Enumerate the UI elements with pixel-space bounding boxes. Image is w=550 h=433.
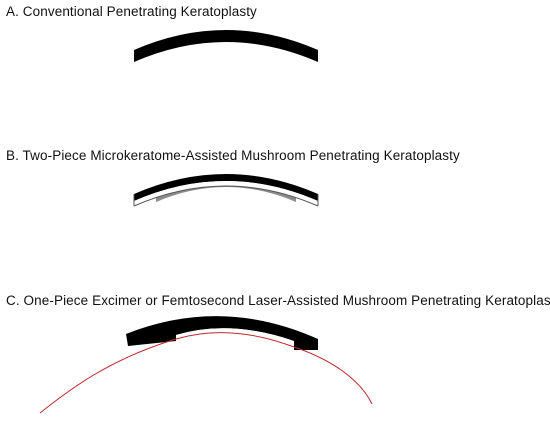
panel-a: A. Conventional Penetrating Keratoplasty — [0, 0, 550, 144]
panel-c-diagram — [39, 316, 373, 414]
anterior-lamella-graft — [134, 174, 318, 201]
panel-b: B. Two-Piece Microkeratome-Assisted Mush… — [0, 144, 550, 288]
graft-edge-outline — [133, 185, 319, 207]
laser-cut-interface — [39, 332, 373, 414]
posterior-lamella-gap — [134, 181, 318, 206]
panel-a-diagram — [134, 30, 318, 62]
panel-b-diagram — [133, 174, 319, 207]
panel-c: C. One-Piece Excimer or Femtosecond Lase… — [0, 289, 550, 433]
panel-b-title: B. Two-Piece Microkeratome-Assisted Mush… — [6, 148, 460, 163]
panel-c-title: C. One-Piece Excimer or Femtosecond Lase… — [6, 293, 550, 308]
mushroom-graft-cap — [126, 316, 318, 350]
full-thickness-graft — [134, 30, 318, 62]
panel-a-title: A. Conventional Penetrating Keratoplasty — [6, 4, 257, 19]
